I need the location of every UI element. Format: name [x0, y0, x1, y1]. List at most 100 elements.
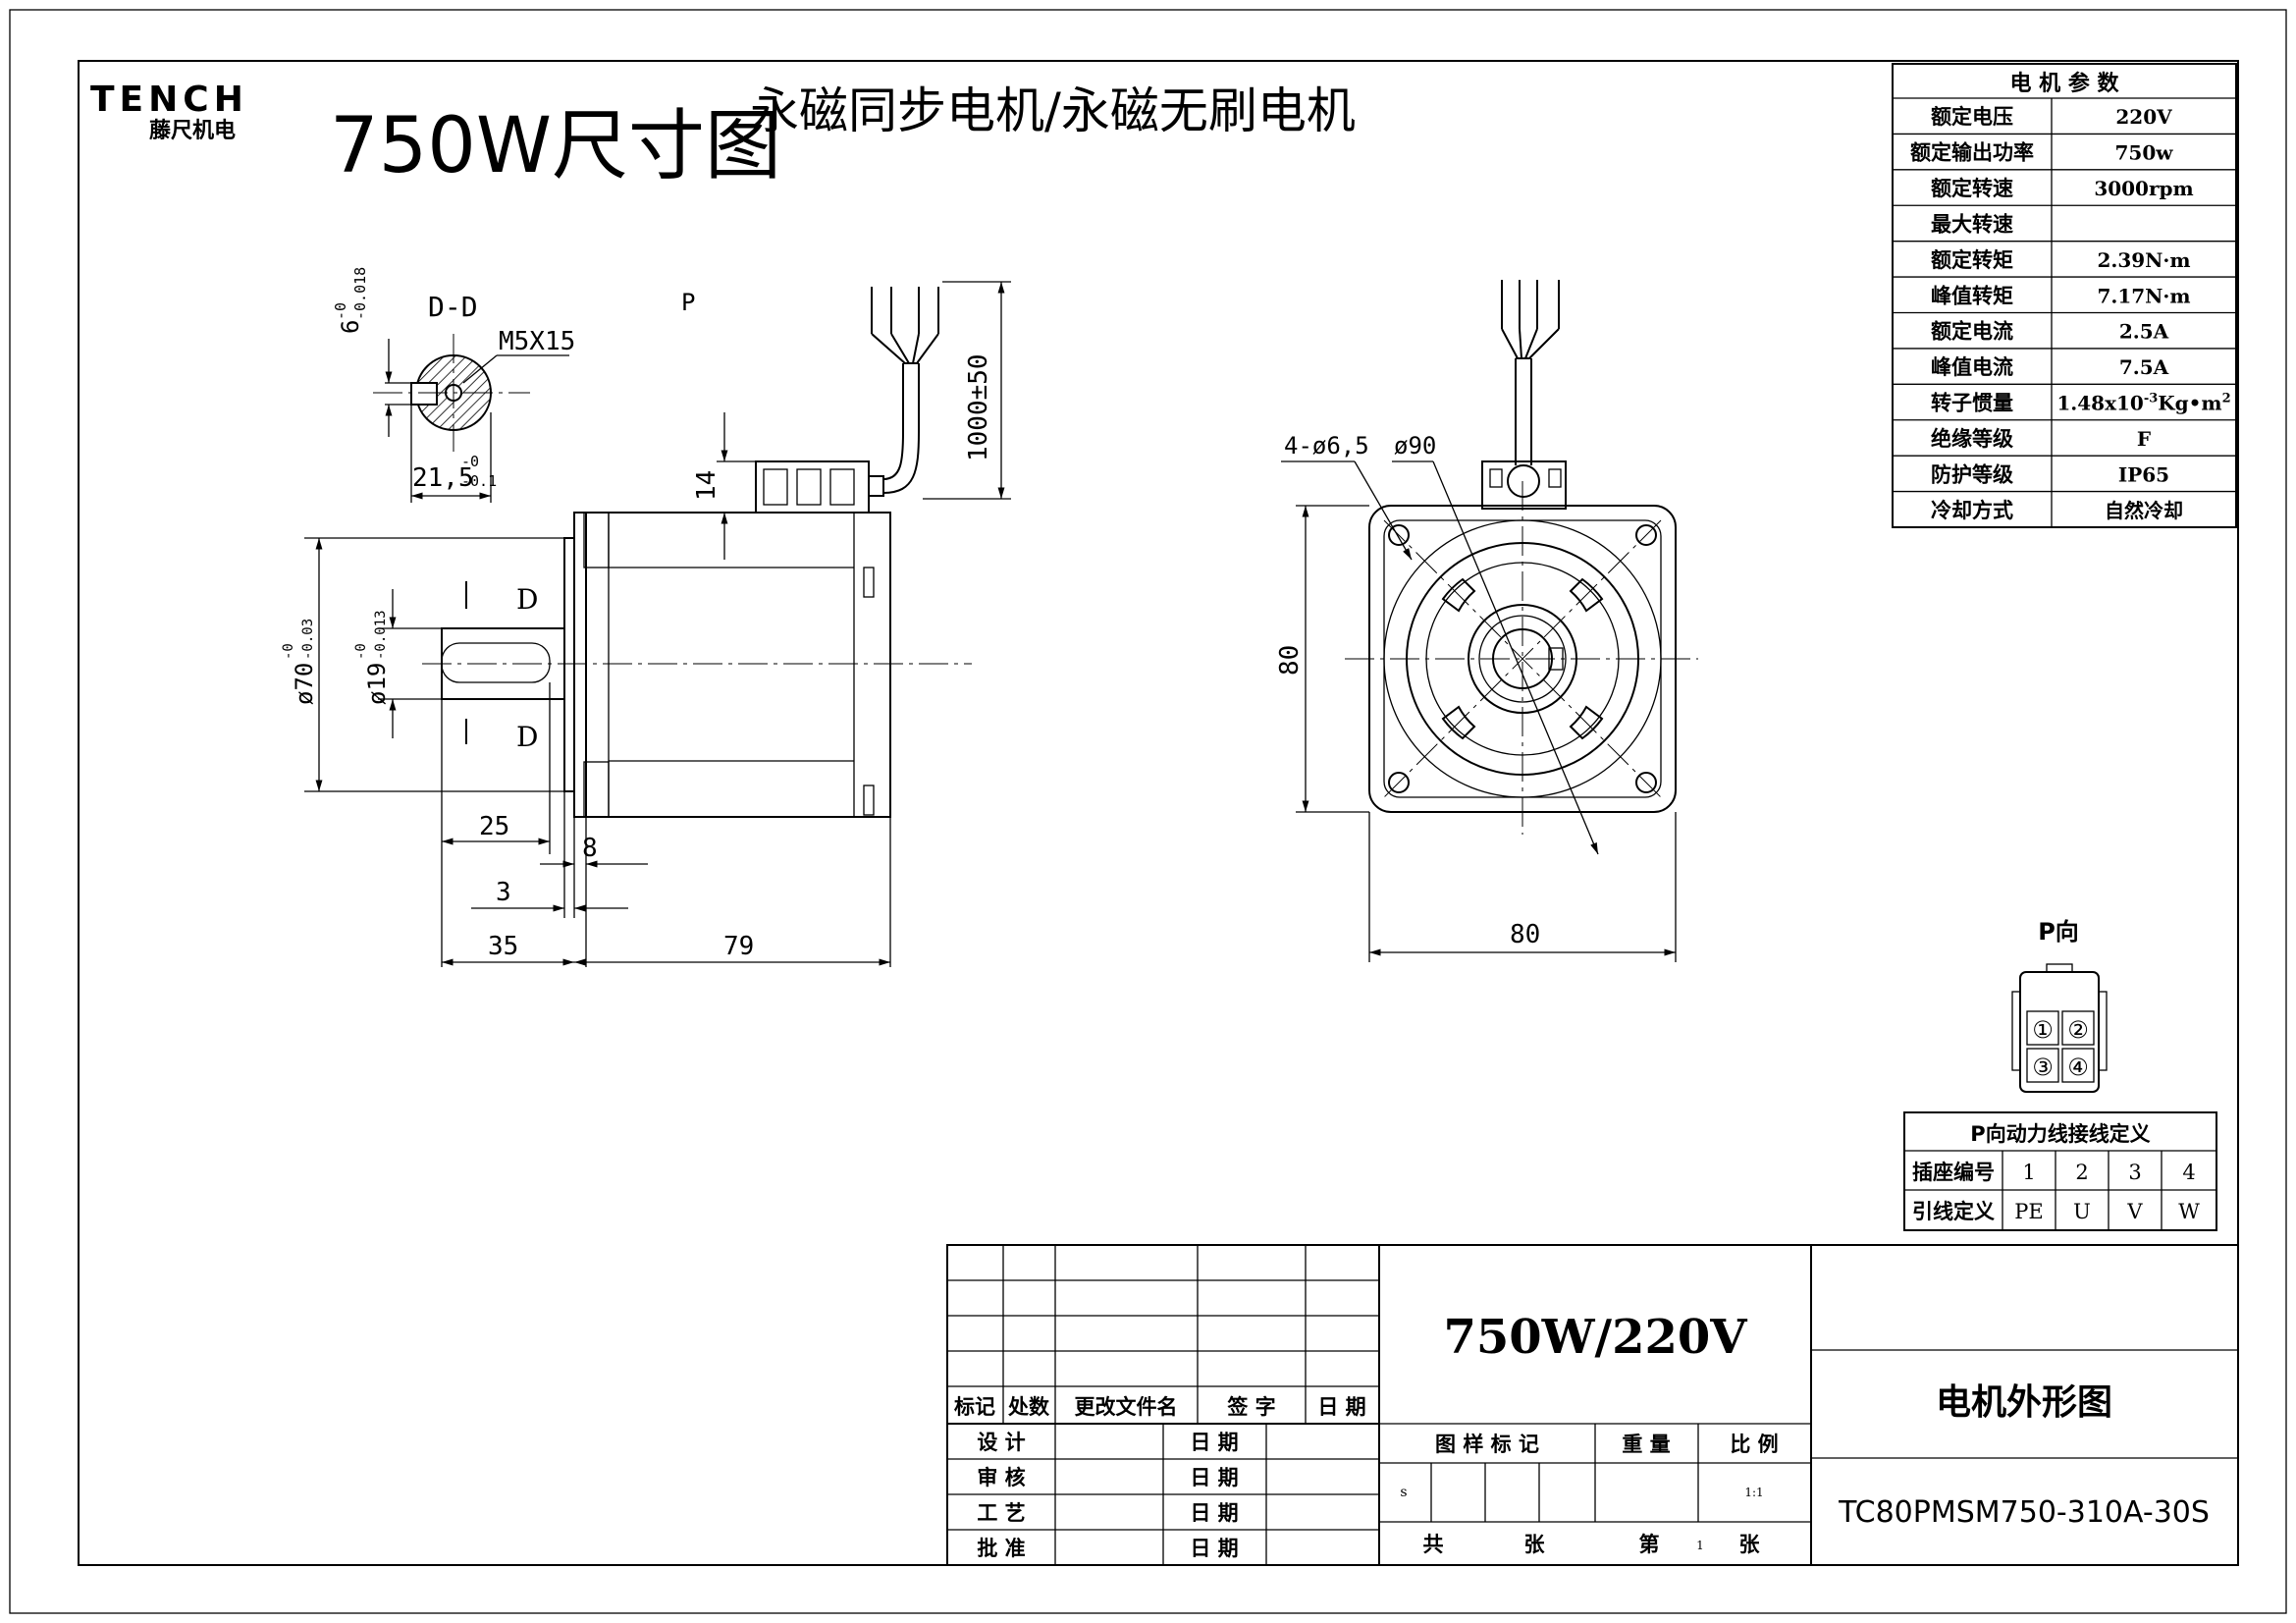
key-width-tol-lower: -0.018: [351, 267, 369, 320]
shaft-length: 35: [488, 932, 518, 961]
side-view: P: [281, 281, 1011, 967]
pcd-label: ø90: [1394, 432, 1436, 460]
size-title: 750W尺寸图: [330, 102, 781, 190]
key-depth-tol-upper: -0: [461, 453, 479, 470]
outer-border: [9, 9, 2287, 1614]
mark-s: s: [1400, 1485, 1407, 1500]
date-label-1: 日 期: [1190, 1431, 1238, 1454]
section-label: D-D: [428, 291, 478, 323]
front-width: 80: [1510, 920, 1540, 949]
pin-table-title: P向动力线接线定义: [1970, 1122, 2150, 1146]
key-depth-tol-lower: -0.1: [461, 472, 497, 490]
param-value: 2.39N·m: [2097, 248, 2190, 272]
sheet-label: 第: [1639, 1533, 1660, 1556]
row-process: 工 艺: [977, 1501, 1025, 1525]
total-label: 共: [1423, 1533, 1444, 1556]
flange-thickness: 8: [582, 834, 598, 863]
section-d-d: D-D M5X15 6 -0 -0.018 21,5 -0 -0.1: [332, 267, 575, 503]
param-value-unit: Kg•m: [2158, 392, 2221, 415]
params-title: 电 机 参 数: [2010, 71, 2120, 96]
param-label: 转子惯量: [1931, 392, 2013, 415]
param-value-exponent: -3: [2144, 392, 2158, 406]
sheets-label: 张: [1524, 1533, 1546, 1556]
pin-2: ②: [2067, 1016, 2089, 1044]
spigot: 3: [496, 878, 511, 907]
hdr-count: 处数: [1007, 1395, 1050, 1419]
pin-row1-label: 插座编号: [1912, 1161, 1995, 1184]
param-unit-exponent: 2: [2222, 392, 2231, 406]
date-label-3: 日 期: [1190, 1501, 1238, 1525]
logo: TENCH 藤尺机电: [90, 80, 248, 143]
flange-tol-lower: -0.03: [300, 619, 316, 660]
pin-def-1: PE: [2014, 1200, 2043, 1223]
hdr-file: 更改文件名: [1075, 1395, 1178, 1419]
pin-4: ④: [2067, 1054, 2089, 1081]
body-length: 79: [723, 932, 754, 961]
section-mark-top: D: [516, 583, 538, 616]
param-label: 额定转矩: [1931, 248, 2013, 272]
flange-dia: ø70: [291, 663, 318, 705]
pin-number-3: 3: [2128, 1161, 2141, 1184]
hdr-mark: 标记: [954, 1395, 995, 1419]
param-value: IP65: [2118, 462, 2169, 486]
mark-label: 图 样 标 记: [1435, 1433, 1539, 1456]
pin-1: ①: [2032, 1016, 2054, 1044]
param-label: 额定输出功率: [1910, 141, 2034, 165]
param-value: 3000rpm: [2094, 177, 2193, 200]
param-value: 自然冷却: [2105, 499, 2183, 522]
thread-label: M5X15: [499, 327, 575, 356]
connector-title: P向: [2038, 918, 2079, 946]
pin-def-2: U: [2073, 1200, 2091, 1223]
drawing-name: 电机外形图: [1936, 1382, 2112, 1423]
key-depth: 21,5: [412, 463, 474, 493]
pin-number-1: 1: [2022, 1161, 2035, 1184]
p-label: P: [681, 289, 695, 316]
param-value: F: [2137, 427, 2151, 451]
flange-tol-upper: -0: [281, 643, 296, 660]
pin-def-4: W: [2178, 1200, 2200, 1223]
pin-number-2: 2: [2075, 1161, 2088, 1184]
row-approve: 批 准: [977, 1537, 1025, 1560]
pin-def-3: V: [2126, 1200, 2143, 1223]
date-label-4: 日 期: [1190, 1537, 1238, 1560]
param-label: 最大转速: [1931, 212, 2013, 236]
param-label: 冷却方式: [1931, 499, 2013, 522]
key-length: 25: [479, 812, 509, 841]
hdr-sign: 签 字: [1226, 1395, 1275, 1419]
front-height: 80: [1275, 645, 1305, 676]
date-label-2: 日 期: [1190, 1466, 1238, 1489]
param-label: 绝缘等级: [1931, 427, 2013, 451]
param-label: 峰值转矩: [1931, 284, 2013, 307]
scale-label: 比 例: [1730, 1433, 1778, 1456]
key-width-tol-upper: -0: [332, 302, 349, 320]
param-value: 1.48x10-3Kg•m2: [2056, 392, 2230, 415]
logo-text: TENCH: [90, 80, 248, 120]
front-view: 4-ø6,5 ø90 80 80: [1275, 280, 1698, 962]
row-design: 设 计: [977, 1431, 1025, 1454]
pin-number-4: 4: [2182, 1161, 2195, 1184]
model-number: TC80PMSM750-310A-30S: [1838, 1495, 2210, 1530]
param-label: 防护等级: [1931, 462, 2013, 486]
param-label: 额定转速: [1931, 177, 2013, 200]
sheet-number: 1: [1696, 1539, 1704, 1552]
holes-label: 4-ø6,5: [1284, 432, 1369, 460]
param-label: 额定电流: [1931, 320, 2013, 344]
logo-subtext: 藤尺机电: [149, 118, 236, 143]
model-voltage: 750W/220V: [1443, 1310, 1747, 1365]
sheet-of-label: 张: [1739, 1533, 1761, 1556]
scale-value: 1:1: [1744, 1486, 1763, 1499]
connector-p-view: P向 ① ② ③ ④: [2011, 918, 2108, 1093]
param-value: 220V: [2115, 105, 2172, 129]
title-block: 750W/220V 电机外形图 TC80PMSM750-310A-30S 标记 …: [946, 1244, 2239, 1566]
section-mark-bottom: D: [516, 721, 538, 753]
hdr-date: 日 期: [1317, 1395, 1365, 1419]
shaft-tol-upper: -0: [353, 643, 369, 660]
connector-height: 14: [692, 470, 721, 501]
pin-table: P向动力线接线定义 插座编号 引线定义 1 2 3 4 PE U V W: [1903, 1111, 2217, 1231]
shaft-tol-lower: -0.013: [373, 610, 389, 660]
pin-row2-label: 引线定义: [1912, 1200, 1995, 1223]
param-value-base: 1.48x10: [2056, 392, 2143, 415]
shaft-dia: ø19: [363, 663, 391, 705]
